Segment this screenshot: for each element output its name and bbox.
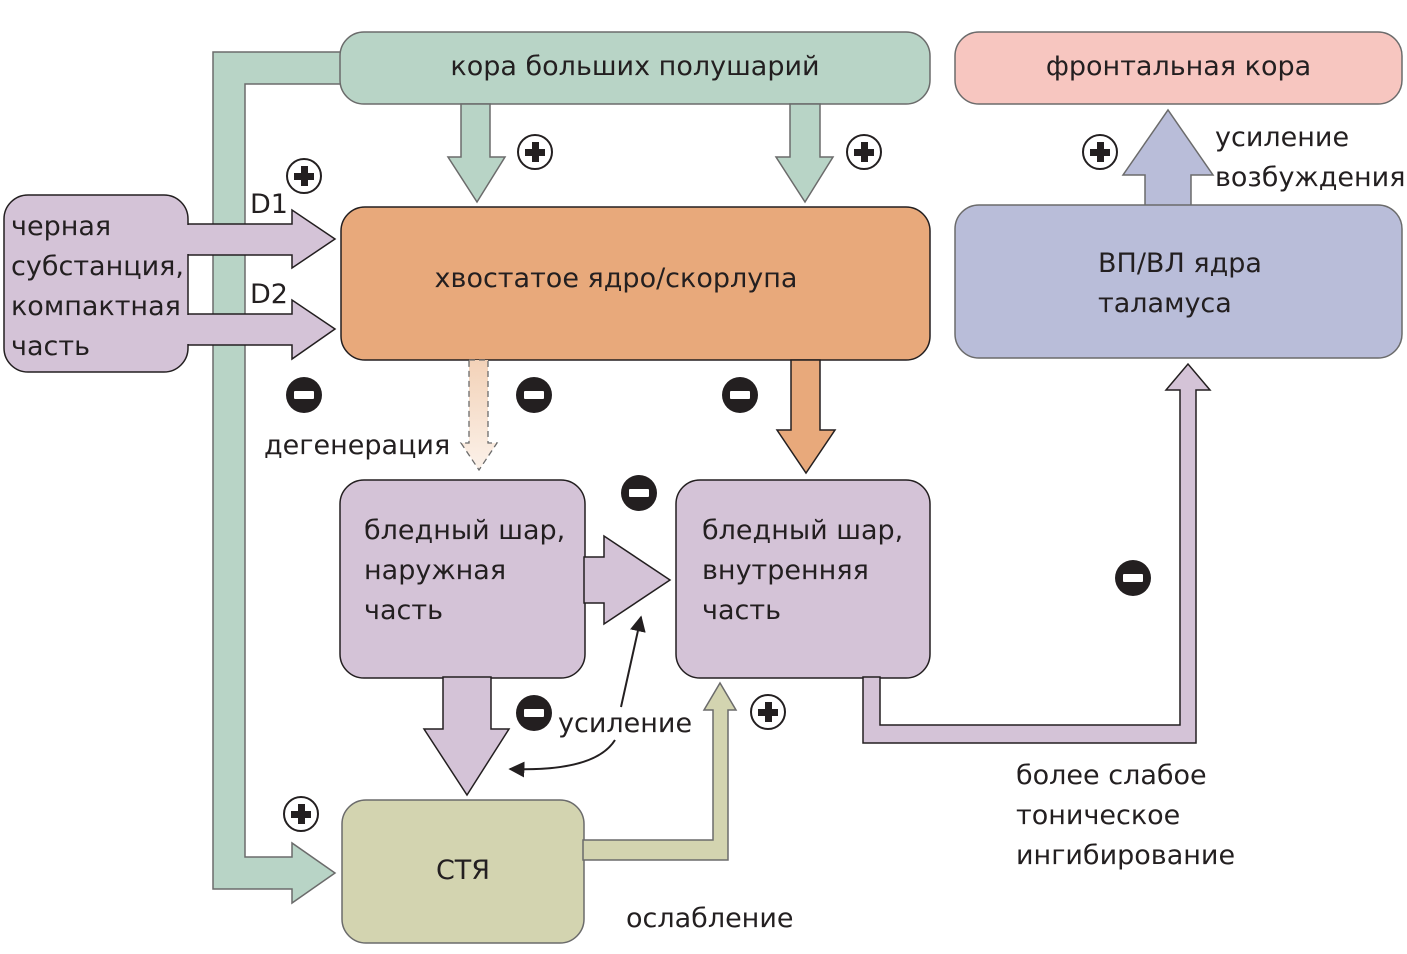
degeneration-arrow [459,359,499,472]
substantia-nigra-box [3,194,189,373]
minus-icon [516,695,552,731]
d2-joint [183,315,189,344]
plus-icon [750,694,786,730]
plus-icon [286,158,322,194]
d2-arrow [184,298,337,361]
substantia-line-3: компактная [11,291,181,322]
minus-icon [1115,560,1151,596]
minus-icon [722,377,758,413]
gpe-line-2: наружная [364,555,507,586]
substantia-line-1: черная [11,211,112,242]
gpe-line-1: бледный шар, [364,515,566,546]
excitation-label: усиление возбуждения [1215,118,1405,198]
striatum-box [340,206,931,361]
amplification-arrow-up [620,615,646,708]
d1-arrow [184,208,337,270]
d1-joint [183,225,189,254]
gpi-line-3: часть [702,595,781,626]
thalamus-label: ВП/ВЛ ядра таламуса [1098,244,1262,324]
stn-box [341,799,585,944]
gpi-to-thalamus-pathway [862,362,1212,744]
amplification-label: усиление [558,708,693,739]
plus-icon [517,134,553,170]
substantia-nigra-label: черная субстанция, компактная часть [11,207,184,367]
weakening-label: ослабление [626,903,794,934]
frontal-cortex-label: фронтальная кора [1045,51,1312,82]
cortex-to-striatum-right-arrow [774,103,835,204]
weaker-inhibition-line-3: ингибирование [1016,840,1236,871]
d1-label: D1 [247,187,291,223]
substantia-line-2: субстанция, [11,251,184,282]
striatum-label: хвостатое ядро/скорлупа [434,263,798,294]
weaker-inhibition-label: более слабое тоническое ингибирование [1016,756,1235,876]
minus-icon [286,377,322,413]
excitation-line-2: возбуждения [1215,162,1406,193]
gpi-line-1: бледный шар, [702,515,904,546]
weaker-inhibition-line-1: более слабое [1016,760,1207,791]
thalamus-to-frontal-arrow [1121,108,1215,207]
weaker-inhibition-line-2: тоническое [1016,800,1181,831]
plus-icon [1082,134,1118,170]
cortex-to-striatum-left-arrow [446,103,507,204]
cortex-box [339,31,931,105]
gpi-box [675,479,931,679]
substantia-line-4: часть [11,331,90,362]
stn-label: СТЯ [435,855,491,886]
plus-icon [283,796,319,832]
thalamus-line-2: таламуса [1098,288,1232,319]
plus-icon [846,134,882,170]
gpi-line-2: внутренняя [702,555,869,586]
d2-label: D2 [247,277,291,313]
thalamus-box [954,204,1403,359]
amplification-arrow-curve [508,739,616,778]
striatum-to-gpi-arrow [775,359,837,475]
stn-to-gpi-pathway [582,681,738,861]
thalamus-line-1: ВП/ВЛ ядра [1098,248,1262,279]
minus-icon [621,475,657,511]
gpe-label: бледный шар, наружная часть [364,511,565,631]
gpe-to-gpi-arrow [583,534,672,626]
minus-icon [516,377,552,413]
gpi-label: бледный шар, внутренняя часть [702,511,903,631]
excitation-line-1: усиление [1215,122,1350,153]
cortex-label: кора больших полушарий [450,51,820,82]
gpe-to-stn-arrow [422,676,511,797]
frontal-cortex-box [954,31,1403,105]
cortex-to-stn-pathway [212,51,346,905]
degeneration-label: дегенерация [264,430,451,461]
gpe-line-3: часть [364,595,443,626]
